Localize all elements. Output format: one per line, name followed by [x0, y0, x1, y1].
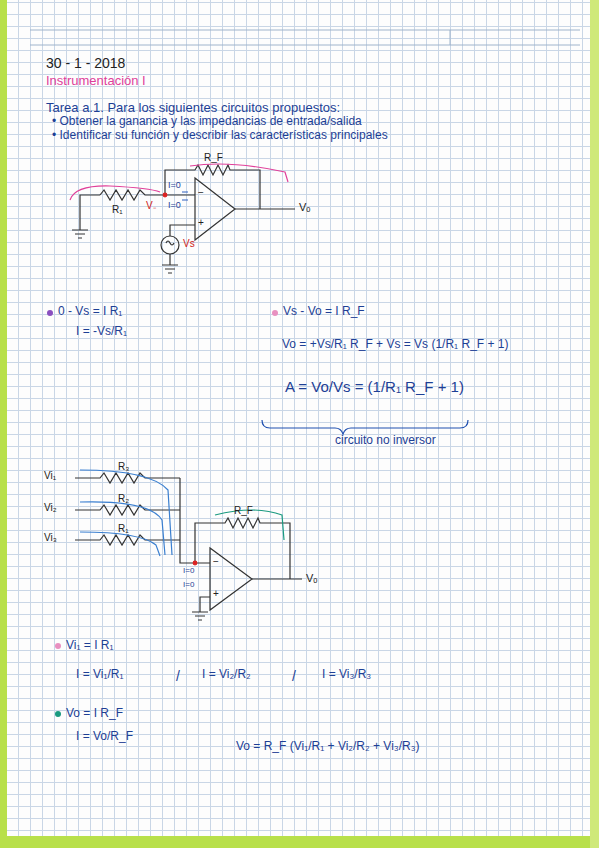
resistor-symbol [75, 505, 180, 515]
source-label: Vs [183, 238, 195, 250]
resistor-symbol [100, 190, 195, 200]
component-label: R₁ [112, 204, 123, 216]
component-label: R_F [204, 152, 223, 164]
equation: I = Vi₃/R₃ [322, 668, 371, 682]
equation: Vo = R_F (Vi₁/R₁ + Vi₂/R₂ + Vi₃/R₃) [236, 740, 420, 754]
page-border [0, 0, 7, 848]
resistor-symbol [75, 473, 180, 483]
input-label: Vi₃ [44, 532, 57, 544]
subject-header: Instrumentación I [46, 74, 146, 89]
pin-sign: − [213, 556, 219, 568]
equation: I = Vi₂/R₂ [202, 668, 251, 682]
component-label: R₃ [118, 461, 129, 473]
equation: I = -Vs/R₁ [76, 325, 127, 339]
note: circuito no inversor [335, 434, 436, 448]
brace [262, 420, 468, 434]
current-label: I=0 [183, 566, 194, 575]
output-label: Vₒ [299, 201, 311, 214]
equation: Vo = +Vs/R₁ R_F + Vs = Vs (1/R₁ R_F + 1) [282, 338, 509, 352]
pin-sign: + [198, 217, 204, 229]
equation: I = Vi₁/R₁ [76, 668, 124, 682]
equation: Vs - Vo = I R_F [283, 305, 365, 319]
ground-symbol [72, 230, 88, 238]
ground-symbol [162, 254, 178, 273]
current-label: I=0 [168, 200, 181, 210]
equation: Vo = I R_F [66, 707, 123, 721]
equation: Vi₁ = I R₁ [66, 639, 114, 653]
current-label: I=0 [168, 180, 181, 190]
task-item: • Obtener la ganancia y las impedancias … [52, 115, 362, 129]
page-border [0, 836, 599, 848]
task-item: • Identificar su función y describir las… [52, 129, 388, 143]
equation: 0 - Vs = I R₁ [58, 305, 122, 319]
pin-sign: + [213, 588, 219, 600]
summing-amplifier [75, 473, 302, 620]
ground-symbol [192, 597, 210, 620]
source-symbol [161, 236, 179, 254]
date: 30 - 1 - 2018 [46, 55, 125, 71]
equation: A = Vo/Vs = (1/R₁ R_F + 1) [285, 378, 464, 395]
page-border [590, 0, 599, 848]
current-label: I=0 [183, 580, 194, 589]
opamp-symbol [210, 548, 252, 610]
node-label: V₋ [146, 200, 156, 212]
separator: / [292, 668, 296, 684]
component-label: R₂ [118, 493, 129, 505]
opamp-symbol [195, 178, 235, 240]
output-label: Vₒ [306, 572, 318, 585]
non-inverting-amplifier [72, 165, 295, 273]
component-label: R₁ [118, 523, 129, 535]
equation: I = Vo/R_F [76, 730, 133, 744]
separator: / [176, 668, 180, 684]
pin-sign: − [198, 187, 204, 199]
input-label: Vi₁ [44, 470, 56, 482]
task-heading: Tarea a.1. Para los siguientes circuitos… [46, 101, 340, 116]
input-label: Vi₂ [44, 502, 57, 514]
component-label: R_F [234, 505, 253, 517]
